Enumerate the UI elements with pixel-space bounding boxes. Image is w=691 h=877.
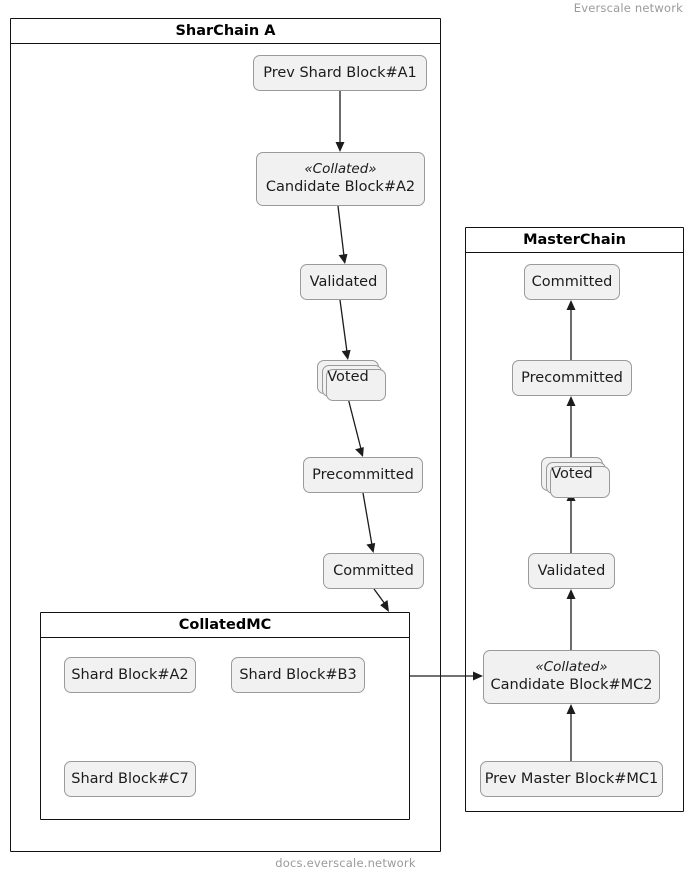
node-label: Prev Shard Block#A1 xyxy=(263,64,417,81)
node-precommitted-master[interactable]: Precommitted xyxy=(512,360,632,396)
node-label: Prev Master Block#MC1 xyxy=(484,770,659,787)
node-voted-master[interactable]: Voted xyxy=(541,457,610,498)
node-committed-shard[interactable]: Committed xyxy=(323,553,424,589)
node-label: Shard Block#A2 xyxy=(71,666,189,683)
node-label: Validated xyxy=(309,273,378,290)
node-shard-block-c7[interactable]: Shard Block#C7 xyxy=(64,761,196,797)
node-validated-shard[interactable]: Validated xyxy=(300,264,387,300)
node-label: Shard Block#B3 xyxy=(239,666,357,683)
node-candidate-block-a2[interactable]: «Collated» Candidate Block#A2 xyxy=(256,152,425,206)
package-title-collatedmc: CollatedMC xyxy=(41,613,409,638)
node-precommitted-shard[interactable]: Precommitted xyxy=(303,457,423,493)
package-collatedmc: CollatedMC xyxy=(40,612,410,820)
node-voted-shard[interactable]: Voted xyxy=(317,360,386,401)
watermark-bottom-center: docs.everscale.network xyxy=(275,856,416,870)
node-label: Shard Block#C7 xyxy=(71,770,189,787)
node-stereotype: «Collated» xyxy=(304,161,377,178)
node-stereotype: «Collated» xyxy=(535,659,608,676)
node-validated-master[interactable]: Validated xyxy=(528,553,615,589)
node-label: Committed xyxy=(531,273,613,290)
node-label: Precommitted xyxy=(312,466,414,483)
node-label: Candidate Block#A2 xyxy=(265,179,416,196)
package-masterchain: MasterChain xyxy=(465,227,684,812)
node-label: Validated xyxy=(537,562,606,579)
node-committed-master[interactable]: Committed xyxy=(524,264,620,300)
node-label: Voted xyxy=(327,368,369,385)
package-title-sharchain-a: SharChain A xyxy=(11,19,440,44)
watermark-top-right: Everscale network xyxy=(573,1,683,15)
node-shard-block-b3[interactable]: Shard Block#B3 xyxy=(231,657,365,693)
node-prev-master-block-mc1[interactable]: Prev Master Block#MC1 xyxy=(480,761,663,797)
node-label: Committed xyxy=(333,562,414,579)
package-title-masterchain: MasterChain xyxy=(466,228,683,253)
node-label: Precommitted xyxy=(521,369,623,386)
node-label: Voted xyxy=(551,465,593,482)
node-shard-block-a2[interactable]: Shard Block#A2 xyxy=(64,657,196,693)
node-candidate-block-mc2[interactable]: «Collated» Candidate Block#MC2 xyxy=(483,650,660,704)
node-label: Candidate Block#MC2 xyxy=(490,677,653,694)
package-sharchain-a: SharChain A xyxy=(10,18,441,852)
node-prev-shard-block-a1[interactable]: Prev Shard Block#A1 xyxy=(253,55,427,91)
